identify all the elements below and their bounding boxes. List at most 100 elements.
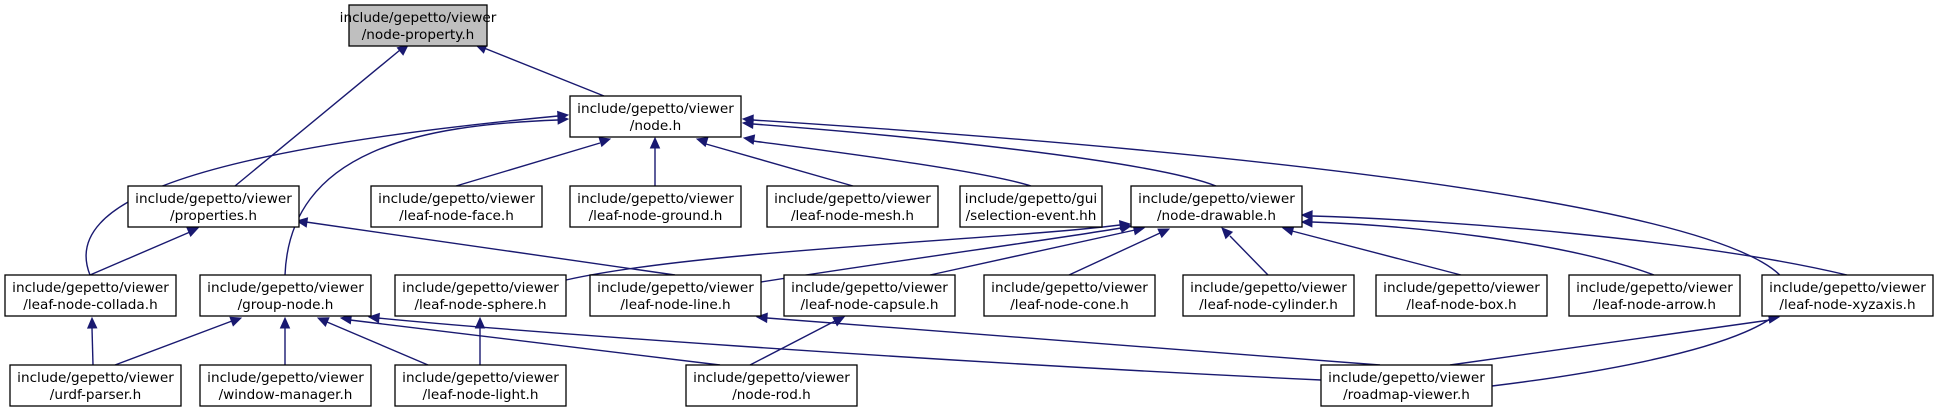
node-leaf-node-light[interactable]: include/gepetto/viewer/leaf-node-light.h [394,364,567,407]
node-leaf-node-collada[interactable]: include/gepetto/viewer/leaf-node-collada… [4,274,177,317]
edge-roadmap-viewer-to-leaf-node-xyzaxis [1449,313,1781,366]
node-node[interactable]: include/gepetto/viewer/node.h [569,95,742,138]
node-label-line1: include/gepetto/viewer [577,191,734,207]
node-box [348,4,488,47]
node-node-drawable[interactable]: include/gepetto/viewer/node-drawable.h [1130,185,1303,228]
node-box [1761,274,1934,317]
node-box [766,185,939,228]
node-window-manager[interactable]: include/gepetto/viewer/window-manager.h [199,364,372,407]
node-label-line2: /leaf-node-cylinder.h [1199,297,1338,313]
edge-line [234,49,401,187]
node-label-line2: /leaf-node-box.h [1406,297,1516,313]
edge-selection-event-to-node [742,134,1032,187]
node-leaf-node-cylinder[interactable]: include/gepetto/viewer/leaf-node-cylinde… [1182,274,1355,317]
arrowhead [832,316,846,327]
node-label-line2: /leaf-node-sphere.h [414,297,546,313]
node-node-property: include/gepetto/viewer/node-property.h [340,4,497,47]
node-group-node[interactable]: include/gepetto/viewer/group-node.h [199,274,372,317]
node-box [1568,274,1741,317]
node-layer: include/gepetto/viewer/node-property.hin… [4,4,1934,407]
node-label-line1: include/gepetto/viewer [17,370,174,386]
node-leaf-node-xyzaxis[interactable]: include/gepetto/viewer/leaf-node-xyzaxis… [1761,274,1934,317]
edge-line [766,317,1381,366]
node-leaf-node-mesh[interactable]: include/gepetto/viewer/leaf-node-mesh.h [766,185,939,228]
node-leaf-node-arrow[interactable]: include/gepetto/viewer/leaf-node-arrow.h [1568,274,1741,317]
edge-line [752,140,1032,187]
node-selection-event[interactable]: include/gepetto/gui/selection-event.hh [959,185,1103,228]
node-box [9,364,182,407]
edge-line [705,143,854,187]
edge-line [89,231,191,276]
arrowhead [1300,210,1313,221]
node-box [1182,274,1355,317]
edge-line [760,227,1122,283]
arrowhead [1300,217,1313,228]
edge-roadmap-viewer-to-leaf-node-line [755,312,1381,366]
node-roadmap-viewer[interactable]: include/gepetto/viewer/roadmap-viewer.h [1320,364,1493,407]
node-leaf-node-cone[interactable]: include/gepetto/viewer/leaf-node-cone.h [983,274,1156,317]
node-box [4,274,177,317]
node-node-rod[interactable]: include/gepetto/viewer/node-rod.h [685,364,858,407]
node-leaf-node-ground[interactable]: include/gepetto/viewer/leaf-node-ground.… [569,185,742,228]
node-leaf-node-face[interactable]: include/gepetto/viewer/leaf-node-face.h [370,185,543,228]
edge-layer [85,43,1848,387]
node-label-line2: /leaf-node-face.h [399,208,514,224]
node-leaf-node-line[interactable]: include/gepetto/viewer/leaf-node-line.h [589,274,762,317]
node-label-line1: include/gepetto/viewer [991,280,1148,296]
node-label-line2: /leaf-node-capsule.h [800,297,938,313]
node-label-line2: /leaf-node-line.h [620,297,730,313]
node-label-line2: /selection-event.hh [966,208,1097,224]
node-label-line2: /leaf-node-xyzaxis.h [1779,297,1915,313]
edge-node-rod-to-group-node [339,314,721,366]
edge-roadmap-viewer-to-node [741,114,1790,387]
edge-line [749,320,836,366]
edge-line [1291,230,1462,276]
arrowhead [474,316,486,329]
node-label-line2: /node-drawable.h [1157,208,1276,224]
node-leaf-node-capsule[interactable]: include/gepetto/viewer/leaf-node-capsule… [783,274,956,317]
node-label-line1: include/gepetto/viewer [693,370,850,386]
edge-line [1311,215,1848,276]
node-box [370,185,543,228]
edge-urdf-parser-to-leaf-node-collada [86,316,98,366]
edge-leaf-node-arrow-to-node-drawable [1300,217,1655,276]
edge-leaf-node-collada-to-properties [89,227,200,276]
node-box [569,185,742,228]
arrowhead [1157,228,1171,239]
node-box [959,185,1103,228]
node-label-line1: include/gepetto/viewer [340,10,497,26]
edge-leaf-node-light-to-leaf-node-sphere [474,316,486,365]
node-label-line1: include/gepetto/viewer [1769,280,1926,296]
node-label-line2: /node.h [630,118,681,134]
node-label-line1: include/gepetto/viewer [207,370,364,386]
node-label-line1: include/gepetto/viewer [577,101,734,117]
node-label-line1: include/gepetto/viewer [774,191,931,207]
node-urdf-parser[interactable]: include/gepetto/viewer/urdf-parser.h [9,364,182,407]
node-label-line1: include/gepetto/viewer [402,280,559,296]
node-properties[interactable]: include/gepetto/viewer/properties.h [127,185,300,228]
node-box [1375,274,1548,317]
edge-node-rod-to-leaf-node-capsule [749,316,846,366]
edge-line [483,47,605,97]
node-leaf-node-sphere[interactable]: include/gepetto/viewer/leaf-node-sphere.… [394,274,567,317]
edge-leaf-node-light-to-group-node [316,317,429,366]
edge-line [929,229,1136,276]
edge-leaf-node-xyzaxis-to-node-drawable [1300,210,1848,276]
node-box [199,364,372,407]
node-box [1130,185,1303,228]
node-box [199,274,372,317]
node-label-line2: /node-property.h [362,27,475,43]
node-label-line1: include/gepetto/viewer [135,191,292,207]
edge-line [349,319,721,366]
node-label-line2: /leaf-node-cone.h [1010,297,1129,313]
edge-line [305,221,676,276]
node-label-line1: include/gepetto/viewer [12,280,169,296]
node-leaf-node-box[interactable]: include/gepetto/viewer/leaf-node-box.h [1375,274,1548,317]
edge-leaf-node-line-to-node-drawable [760,222,1133,283]
node-label-line2: /roadmap-viewer.h [1343,387,1470,403]
node-label-line1: include/gepetto/viewer [1576,280,1733,296]
arrowhead [279,316,291,329]
edge-line [1311,221,1655,276]
node-box [394,274,567,317]
arrowhead [557,114,570,125]
